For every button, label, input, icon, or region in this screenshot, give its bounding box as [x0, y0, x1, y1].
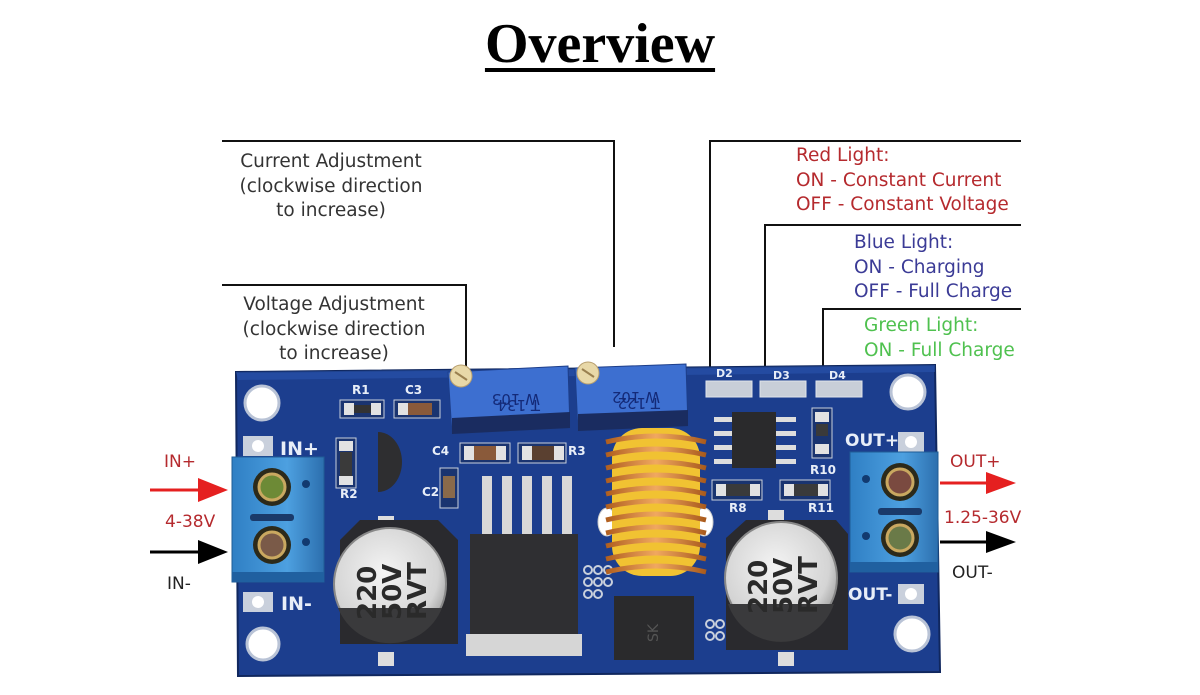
- capacitor-input: 220 50V RVT: [333, 516, 458, 666]
- coil-turn: [605, 446, 707, 458]
- leader-current-adjustment: [222, 140, 615, 347]
- input-terminal-block[interactable]: [231, 456, 325, 583]
- title-text: Overview: [484, 13, 716, 75]
- schottky-diode: SK: [614, 596, 694, 660]
- input-negative-arrow-icon: [150, 540, 228, 564]
- coil-turn: [605, 433, 707, 445]
- pot-left-marking-1: W 103: [492, 390, 540, 408]
- callout-line: ON - Charging: [854, 256, 985, 278]
- cap-left-value: 220: [353, 566, 383, 620]
- mounting-hole: [889, 373, 927, 411]
- led-d4: [815, 380, 863, 398]
- silk-d4: D4: [829, 369, 846, 382]
- silk-d3: D3: [773, 369, 790, 382]
- cap-left-voltage: 50V: [378, 564, 408, 620]
- coil-turn: [605, 459, 707, 471]
- coil-turn: [605, 511, 707, 523]
- pot-left-marking-2: T 134: [497, 396, 541, 414]
- coil-turn: [605, 563, 707, 575]
- callout-line: OFF - Full Charge: [854, 281, 1013, 302]
- silk-r1: R1: [352, 383, 370, 397]
- input-negative-label: IN-: [167, 574, 191, 594]
- leader-red-light: [709, 140, 1021, 377]
- mounting-hole: [245, 626, 281, 662]
- silk-out-minus: OUT-: [848, 585, 892, 605]
- callout-current-adjustment: Current Adjustment (clockwise direction …: [226, 150, 436, 224]
- silkscreen: IN+ IN- OUT+ OUT- R1 C3 R2 C4 C2 R3 D2 D…: [243, 367, 924, 615]
- output-negative-arrow-icon: [940, 531, 1016, 553]
- capacitor-output: 220 50V RVT: [724, 510, 848, 666]
- control-ic: [714, 412, 796, 468]
- potentiometer-voltage[interactable]: W 103 T 134: [447, 364, 571, 435]
- callout-line: Voltage Adjustment: [243, 294, 425, 315]
- callout-line: Green Light:: [864, 315, 979, 336]
- callout-line: Red Light:: [796, 145, 890, 166]
- led-d2: [705, 380, 753, 398]
- callout-line: Blue Light:: [854, 232, 954, 253]
- vias: [583, 565, 725, 641]
- silk-c4: C4: [432, 444, 449, 458]
- diode-marking: SK: [646, 623, 662, 642]
- silk-r11: R11: [808, 501, 834, 515]
- coil-turn: [605, 472, 707, 484]
- mounting-hole: [243, 384, 281, 422]
- callout-line: Current Adjustment: [240, 151, 422, 172]
- cap-right-series: RVT: [794, 556, 824, 614]
- silk-r10: R10: [810, 463, 836, 477]
- coil-turn: [605, 498, 707, 510]
- callout-blue-light: Blue Light: ON - Charging OFF - Full Cha…: [854, 231, 1012, 305]
- mounting-holes: [243, 373, 931, 662]
- callout-line: (clockwise direction: [242, 318, 426, 340]
- callout-line: to increase): [276, 200, 386, 221]
- output-terminal-block[interactable]: [849, 451, 939, 573]
- cap-left-series: RVT: [403, 562, 433, 620]
- coil-turn: [605, 524, 707, 536]
- callout-line: ON - Full Charge: [864, 339, 1015, 361]
- silk-r2: R2: [340, 487, 358, 501]
- input-positive-label: IN+: [164, 452, 196, 472]
- silk-c2: C2: [422, 485, 439, 499]
- regulator-ic: [466, 476, 582, 656]
- callout-red-light: Red Light: ON - Constant Current OFF - C…: [796, 144, 1009, 218]
- input-positive-arrow-icon: [150, 478, 228, 502]
- callout-line: ON - Constant Current: [796, 169, 1002, 191]
- silk-in-plus: IN+: [280, 438, 319, 460]
- silk-out-plus: OUT+: [845, 431, 899, 451]
- silk-d2: D2: [716, 367, 733, 380]
- potentiometer-current[interactable]: W 102 T 122: [574, 361, 689, 432]
- page-title: Overview: [0, 12, 1200, 76]
- coil-turn: [605, 537, 707, 549]
- cap-right-value: 220: [744, 560, 774, 614]
- inductor-coil: [597, 428, 714, 576]
- callout-voltage-adjustment: Voltage Adjustment (clockwise direction …: [229, 293, 439, 367]
- callout-line: OFF - Constant Voltage: [796, 194, 1009, 215]
- output-negative-label: OUT-: [952, 563, 993, 583]
- output-positive-arrow-icon: [940, 472, 1016, 494]
- led-d3: [759, 380, 807, 398]
- mounting-hole: [893, 615, 931, 653]
- leader-voltage-adjustment: [222, 284, 467, 366]
- coil-turn: [605, 550, 707, 562]
- output-range-label: 1.25-36V: [944, 508, 1022, 528]
- silk-r3: R3: [568, 444, 586, 458]
- silk-r8: R8: [729, 501, 747, 515]
- input-range-label: 4-38V: [165, 512, 216, 532]
- silk-c3: C3: [405, 383, 422, 397]
- coil-turn: [605, 485, 707, 497]
- smd-components: [335, 380, 863, 509]
- callout-line: (clockwise direction: [239, 175, 423, 197]
- cap-right-voltage: 50V: [769, 558, 799, 614]
- callout-green-light: Green Light: ON - Full Charge: [864, 314, 1015, 363]
- output-positive-label: OUT+: [950, 452, 1001, 472]
- leader-green-light: [822, 308, 1021, 377]
- transistor: [378, 432, 402, 492]
- callout-line: to increase): [279, 343, 389, 364]
- pot-right-marking-2: T 122: [617, 394, 661, 412]
- pot-right-marking-1: W 102: [612, 388, 660, 406]
- silk-in-minus: IN-: [281, 593, 312, 615]
- leader-blue-light: [764, 224, 1021, 377]
